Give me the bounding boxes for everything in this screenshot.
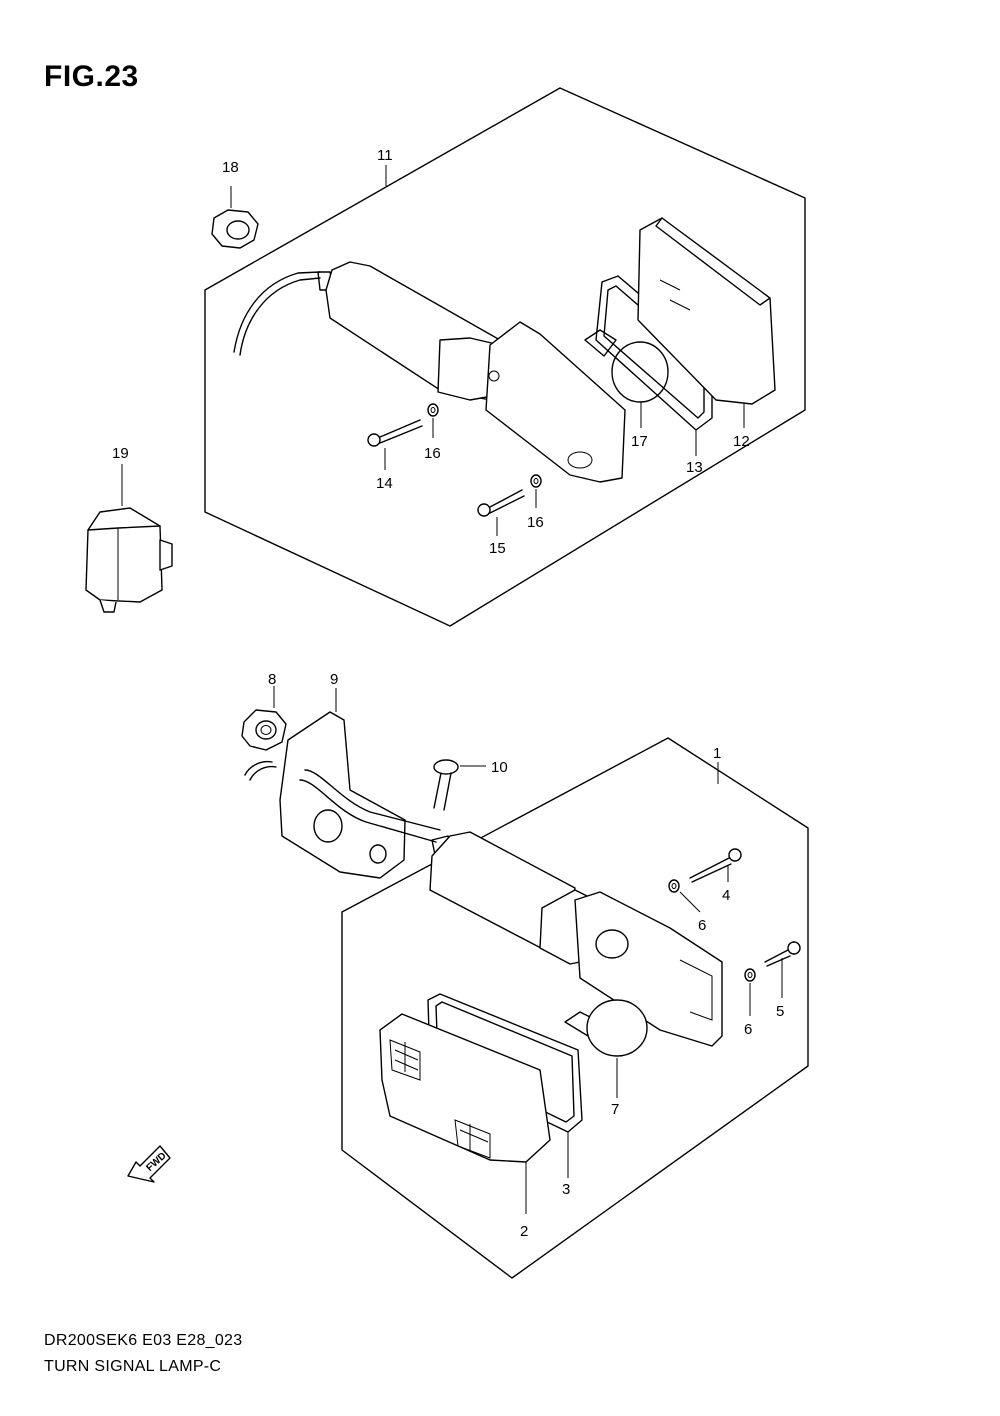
callout-17: 17	[631, 433, 648, 450]
figure-title: FIG.23	[44, 60, 139, 93]
callout-3: 3	[562, 1181, 570, 1198]
screw-5-shape	[764, 941, 801, 998]
callout-6b: 6	[744, 1021, 752, 1038]
nut-8-shape	[241, 686, 287, 751]
callout-4: 4	[722, 887, 730, 904]
washer-6b-shape	[744, 968, 756, 1016]
gasket-13-shape	[595, 275, 713, 456]
callout-18: 18	[222, 159, 239, 176]
nut-18-shape	[211, 186, 259, 249]
callout-9: 9	[330, 671, 338, 688]
callout-10: 10	[491, 759, 508, 776]
callout-1: 1	[713, 745, 721, 762]
callout-6a: 6	[698, 917, 706, 934]
turn-signal-lamp-upper-shape	[233, 261, 626, 483]
callout-16b: 16	[527, 514, 544, 531]
washer-16b-shape	[530, 474, 542, 508]
callout-11: 11	[377, 147, 393, 164]
washer-16a-shape	[427, 403, 439, 438]
screw-15-shape	[477, 489, 525, 536]
bulb-17-shape	[584, 329, 669, 428]
callout-8: 8	[268, 671, 276, 688]
fwd-arrow-icon: FWD	[127, 1145, 171, 1183]
turn-signal-lamp-lower-shape	[429, 831, 723, 1047]
washer-6a-shape	[668, 879, 701, 913]
lens-2-shape	[379, 1013, 551, 1214]
bulb-7-shape	[564, 999, 648, 1098]
callout-16a: 16	[424, 445, 441, 462]
diagram-code: DR200SEK6 E03 E28_023	[44, 1332, 243, 1349]
assembly-outline-11	[204, 87, 806, 627]
callout-19: 19	[112, 445, 129, 462]
lens-12-shape	[637, 217, 776, 428]
bracket-9-shape	[244, 688, 441, 879]
callout-13: 13	[686, 459, 703, 476]
callout-15: 15	[489, 540, 506, 557]
callout-7: 7	[611, 1101, 619, 1118]
callout-2: 2	[520, 1223, 528, 1240]
relay-19-shape	[85, 464, 173, 613]
callout-5: 5	[776, 1003, 784, 1020]
screw-10-shape	[433, 759, 486, 811]
diagram-name: TURN SIGNAL LAMP-C	[44, 1358, 222, 1375]
assembly-outline-1	[341, 737, 809, 1279]
callout-14: 14	[376, 475, 393, 492]
callout-12: 12	[733, 433, 750, 450]
screw-4-shape	[689, 848, 742, 883]
screw-14-shape	[367, 419, 423, 470]
